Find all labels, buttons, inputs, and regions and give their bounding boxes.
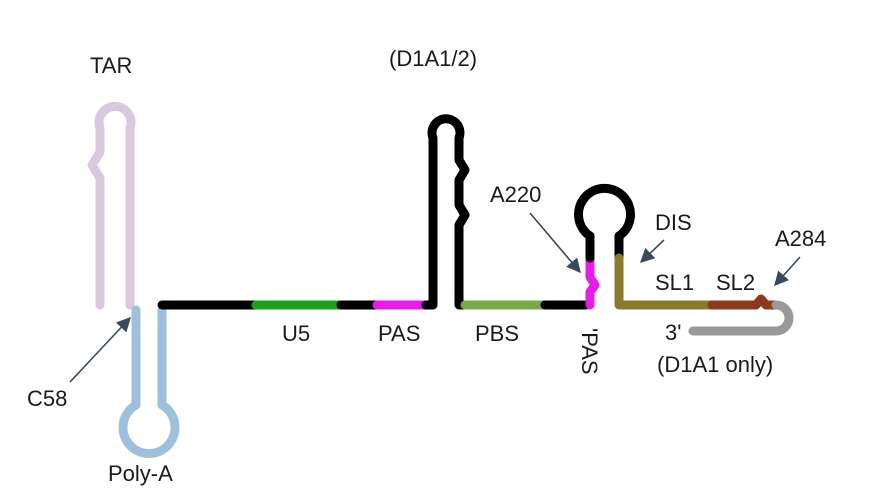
tar-hairpin (87, 102, 136, 310)
tar-label: TAR (90, 53, 132, 78)
pas-prime-label: 'PAS (577, 328, 602, 375)
u5-label: U5 (282, 321, 310, 346)
three-prime-label: 3' (665, 320, 681, 345)
pbs-label: PBS (475, 321, 519, 346)
a284-arrow (774, 256, 801, 287)
dis-label: DIS (655, 210, 692, 235)
sl2-label: SL2 (716, 270, 755, 295)
d1a12-label: (D1A1/2) (389, 46, 477, 71)
c58-arrow (69, 316, 131, 383)
d1a1-only-label: (D1A1 only) (657, 352, 773, 377)
a284-label: A284 (775, 226, 826, 251)
c58-label: C58 (27, 386, 67, 411)
dis-hairpin-loop (574, 183, 635, 263)
sl2-segment (707, 294, 781, 310)
poly-a-hairpin (118, 305, 180, 458)
a220-arrow (529, 212, 581, 274)
pas-label: PAS (378, 321, 420, 346)
a220-label: A220 (490, 182, 541, 207)
poly-a-label: Poly-A (108, 461, 173, 486)
pas-prime-stem (585, 253, 600, 310)
d1a12-hairpin (421, 114, 470, 310)
three-prime-tail (688, 300, 794, 336)
dis-arrow (639, 239, 665, 263)
dis-sl1-segment (614, 253, 717, 310)
sl1-label: SL1 (655, 270, 694, 295)
